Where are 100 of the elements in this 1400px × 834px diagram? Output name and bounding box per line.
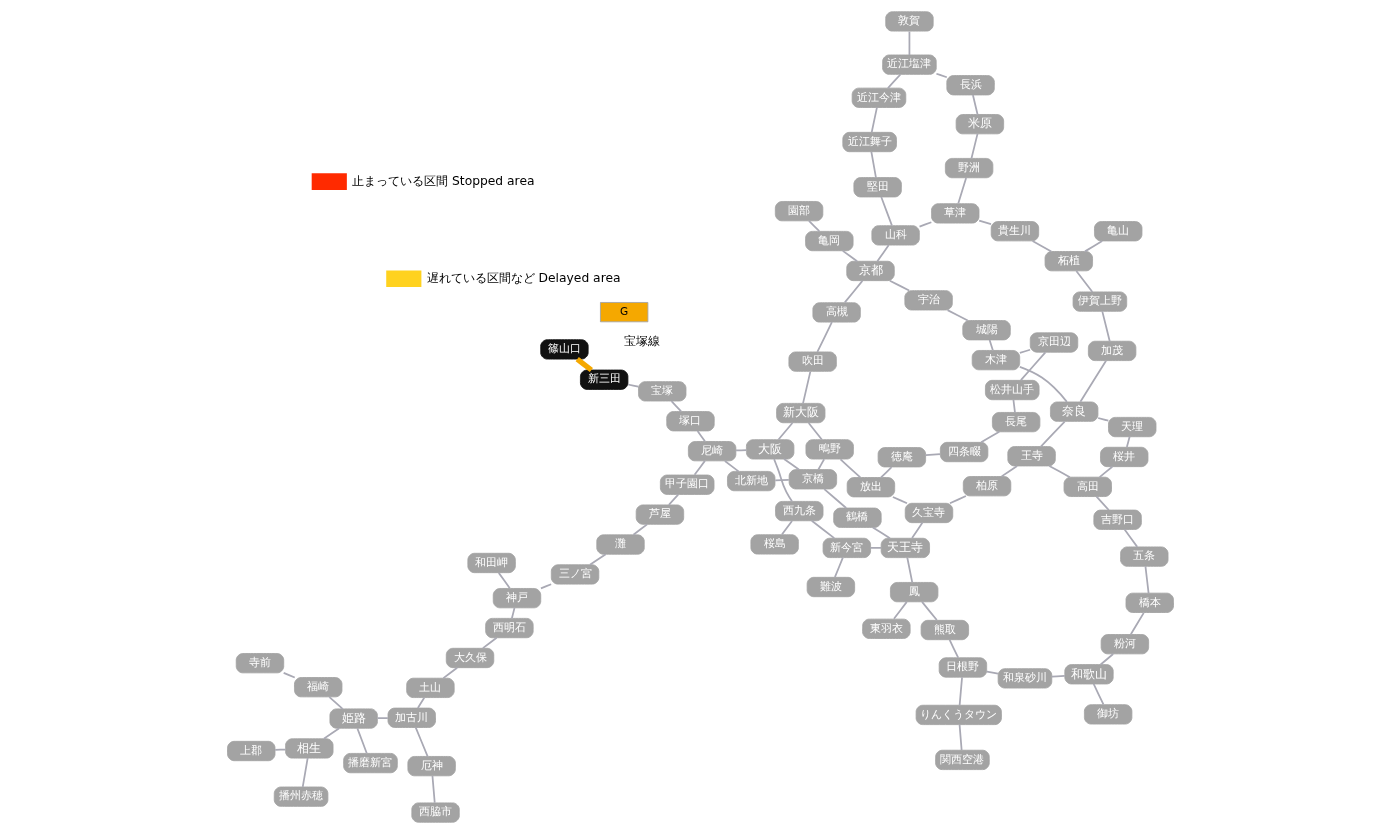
node-box: 柏原 [962,476,1011,497]
connector [871,526,891,540]
connector [773,479,790,482]
connector [833,556,844,579]
connector [282,672,296,679]
connector [416,696,425,709]
connector [905,556,913,584]
node-box: 鶴橋 [832,507,882,528]
connector [696,430,706,443]
node-box: 米原 [955,114,1004,135]
node-box: 吉野口 [1092,509,1142,530]
connector [979,430,1000,444]
node-box: 放出 [846,477,895,498]
connector [935,72,948,79]
connector [301,757,308,788]
connector [693,460,706,476]
connector [843,280,863,304]
node-box: 王寺 [1006,446,1056,467]
connector [810,519,835,540]
connector [977,219,992,225]
connector [948,639,959,659]
node-box: 橋本 [1125,592,1174,613]
label: 宝塚線 [623,334,660,349]
node-box: 伊賀上野 [1072,291,1127,312]
node-box: 姫路 [328,708,378,729]
node-box: 吹田 [787,351,837,372]
connector [958,676,963,706]
connector [839,458,861,479]
node-box: 播州赤穂 [273,786,328,807]
node-box: 草津 [930,203,979,224]
node-box: 敦賀 [884,11,934,32]
node-box: 相生 [284,738,333,759]
connector [328,696,343,710]
connector [988,339,994,352]
connector [1123,528,1138,548]
node-box: 堅田 [852,177,902,198]
connector [870,150,877,179]
node-box: 城陽 [961,320,1011,341]
connector [886,73,901,89]
connector [918,221,932,228]
connector [322,727,340,740]
connector [1083,240,1103,253]
connector [670,400,682,413]
connector [891,496,908,505]
node-box: 篠山口 [539,339,589,360]
node-box: 鴫野 [805,439,854,460]
node-box: 新今宮 [822,537,871,559]
node-box: 上郡 [226,740,275,762]
node-box: 久宝寺 [904,502,953,524]
connector [910,521,923,539]
node-box: 東羽衣 [861,618,911,639]
connector [588,553,607,566]
node-box: 西脇市 [410,802,460,823]
connector [1031,240,1052,253]
connector [414,726,428,758]
connector [958,723,962,752]
node-box: 難波 [806,576,855,598]
node-box: 新三田 [579,369,628,390]
connector [1099,653,1114,666]
connector [782,458,800,471]
node-box: 尼崎 [687,441,736,462]
node-box: 木津 [971,350,1020,371]
node-box: 近江今津 [851,87,906,108]
node-box: りんくうタウン [915,704,1002,726]
connector [1039,420,1066,448]
node-box: 日根野 [938,657,987,678]
node-box: 西九条 [774,501,823,522]
connector [1096,417,1109,422]
connector [1100,310,1111,343]
connector [971,94,978,116]
connector [575,357,593,373]
node-box: 松井山手 [984,379,1039,401]
node-box: 亀山 [1093,221,1142,242]
connector [780,520,793,536]
node-box: 四条畷 [939,441,988,463]
node-box: 福崎 [293,677,342,698]
node-box: 桜井 [1099,446,1148,468]
node-box: 新大阪 [775,402,825,424]
node-box: 大久保 [445,647,494,669]
connector [1125,435,1130,448]
connector [1012,398,1016,414]
node-box: 長浜 [945,75,995,96]
connector [920,601,938,621]
node-box: 桜島 [749,534,799,555]
connector [734,449,747,452]
node-box: 高田 [1063,476,1112,497]
connector [1050,674,1066,678]
node-box: 和泉砂川 [997,668,1052,689]
node-box: 関西空港 [934,749,990,771]
connector [888,279,910,292]
connector [876,244,890,263]
node-box: 近江舞子 [841,131,897,153]
connector [816,321,833,353]
connector [510,607,515,620]
connector [1018,348,1031,354]
connector [1129,611,1145,636]
node-box: 近江塩津 [881,54,937,75]
connector [970,133,978,160]
connector [1095,495,1110,511]
connector [481,636,497,650]
